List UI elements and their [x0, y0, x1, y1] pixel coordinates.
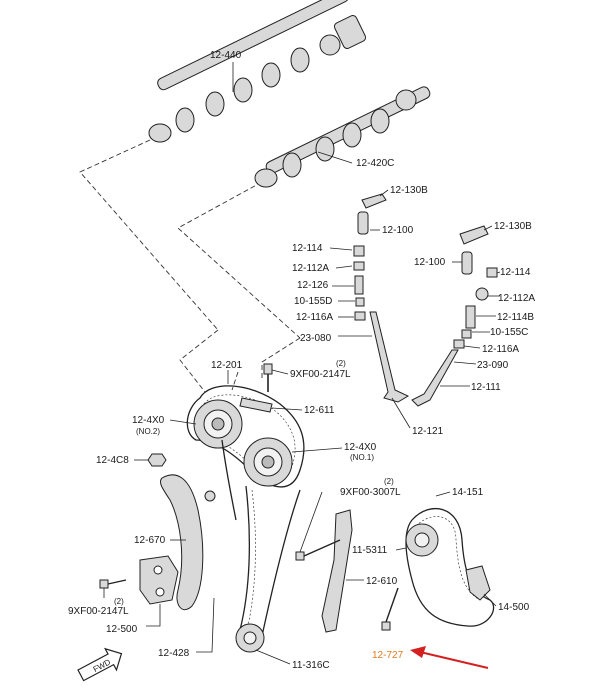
- bolt-12-727: 12-727: [372, 587, 404, 661]
- valve-train-left: 12-114 12-112A 12-126 10-155D 12-116A 23…: [292, 243, 444, 437]
- label-12-420c: 12-420C: [356, 158, 394, 169]
- label-12-114b: 12-114B: [497, 312, 534, 323]
- label-9xf00-3007l: 9XF00-3007L: [340, 487, 401, 498]
- label-10-155c: 10-155C: [490, 327, 528, 338]
- label-12-126: 12-126: [297, 280, 329, 291]
- crank-sprocket-12-428: 12-428 11-316C: [158, 597, 330, 671]
- bolt-12-4c8: 12-4C8: [96, 453, 167, 467]
- label-12-611: 12-611: [304, 405, 335, 416]
- label-12-727: 12-727: [372, 650, 404, 661]
- label-12-114-a: 12-114: [292, 243, 323, 254]
- label-9xf00-2147l-a: 9XF00-2147L: [290, 369, 351, 380]
- label-23-090: 23-090: [477, 360, 509, 371]
- label-12-130b-a: 12-130B: [390, 185, 428, 196]
- label-12-4x0-a: 12-4X0: [132, 415, 165, 426]
- fwd-arrow-icon: FWD: [77, 647, 123, 682]
- label-12-112a-a: 12-112A: [292, 263, 329, 274]
- label-12-111: 12-111: [471, 382, 501, 393]
- label-12-670: 12-670: [134, 535, 166, 546]
- label-12-121: 12-121: [412, 426, 444, 437]
- cam-sprocket-no2: 12-4X0 (NO.2): [132, 399, 243, 449]
- upper-chain-guide: (2) 9XF00-2147L 12-611: [239, 359, 351, 416]
- camshaft-12-420c: 12-420C: [254, 86, 431, 188]
- label-10-155d: 10-155D: [294, 296, 332, 307]
- label-23-080: 23-080: [300, 333, 332, 344]
- oil-pump-tensioner-14-500: 14-500: [465, 565, 530, 613]
- label-qty2-c: (2): [114, 597, 124, 606]
- label-12-4x0-b: 12-4X0: [344, 442, 377, 453]
- chain-tensioner-12-500: (2) 9XF00-2147L 12-500: [68, 555, 179, 635]
- tensioner-arm-12-670: 12-670: [134, 474, 216, 611]
- oil-pump-chain-14-151: 14-151 11-5311: [352, 487, 495, 627]
- label-qty2-a: (2): [336, 359, 346, 368]
- label-no2: (NO.2): [136, 427, 160, 436]
- label-14-151: 14-151: [452, 487, 484, 498]
- label-9xf00-2147l-b: 9XF00-2147L: [68, 606, 129, 617]
- label-12-112a-b: 12-112A: [498, 293, 535, 304]
- red-arrow-icon: [410, 646, 489, 669]
- label-12-100-b: 12-100: [414, 257, 446, 268]
- label-qty2-b: (2): [384, 477, 394, 486]
- label-12-428: 12-428: [158, 648, 190, 659]
- label-12-440: 12-440: [210, 50, 242, 61]
- label-12-114-b: 12-114: [500, 267, 531, 278]
- valve-train-right: 12-114 12-112A 12-114B 10-155C 12-116A 2…: [411, 267, 535, 407]
- dashed-guide-lines: [79, 139, 301, 393]
- label-12-610: 12-610: [366, 576, 398, 587]
- camshaft-12-440: 12-440: [148, 0, 367, 143]
- label-12-500: 12-500: [106, 624, 138, 635]
- label-12-100-a: 12-100: [382, 225, 414, 236]
- label-14-500: 14-500: [498, 602, 530, 613]
- cam-sprocket-no1: 12-4X0 (NO.1): [243, 437, 377, 487]
- label-12-4c8: 12-4C8: [96, 455, 129, 466]
- chain-guide-12-610: (2) 9XF00-3007L 12-610: [295, 477, 401, 633]
- label-11-316c: 11-316C: [292, 660, 330, 671]
- rocker-group-b: 12-130B 12-100: [414, 221, 532, 275]
- label-11-5311: 11-5311: [352, 545, 388, 556]
- label-no1: (NO.1): [350, 453, 374, 462]
- label-12-116a-a: 12-116A: [296, 312, 333, 323]
- label-12-116a-b: 12-116A: [482, 344, 519, 355]
- label-12-130b-b: 12-130B: [494, 221, 532, 232]
- rocker-group-a: 12-130B 12-100: [357, 185, 428, 236]
- label-12-201: 12-201: [211, 360, 243, 371]
